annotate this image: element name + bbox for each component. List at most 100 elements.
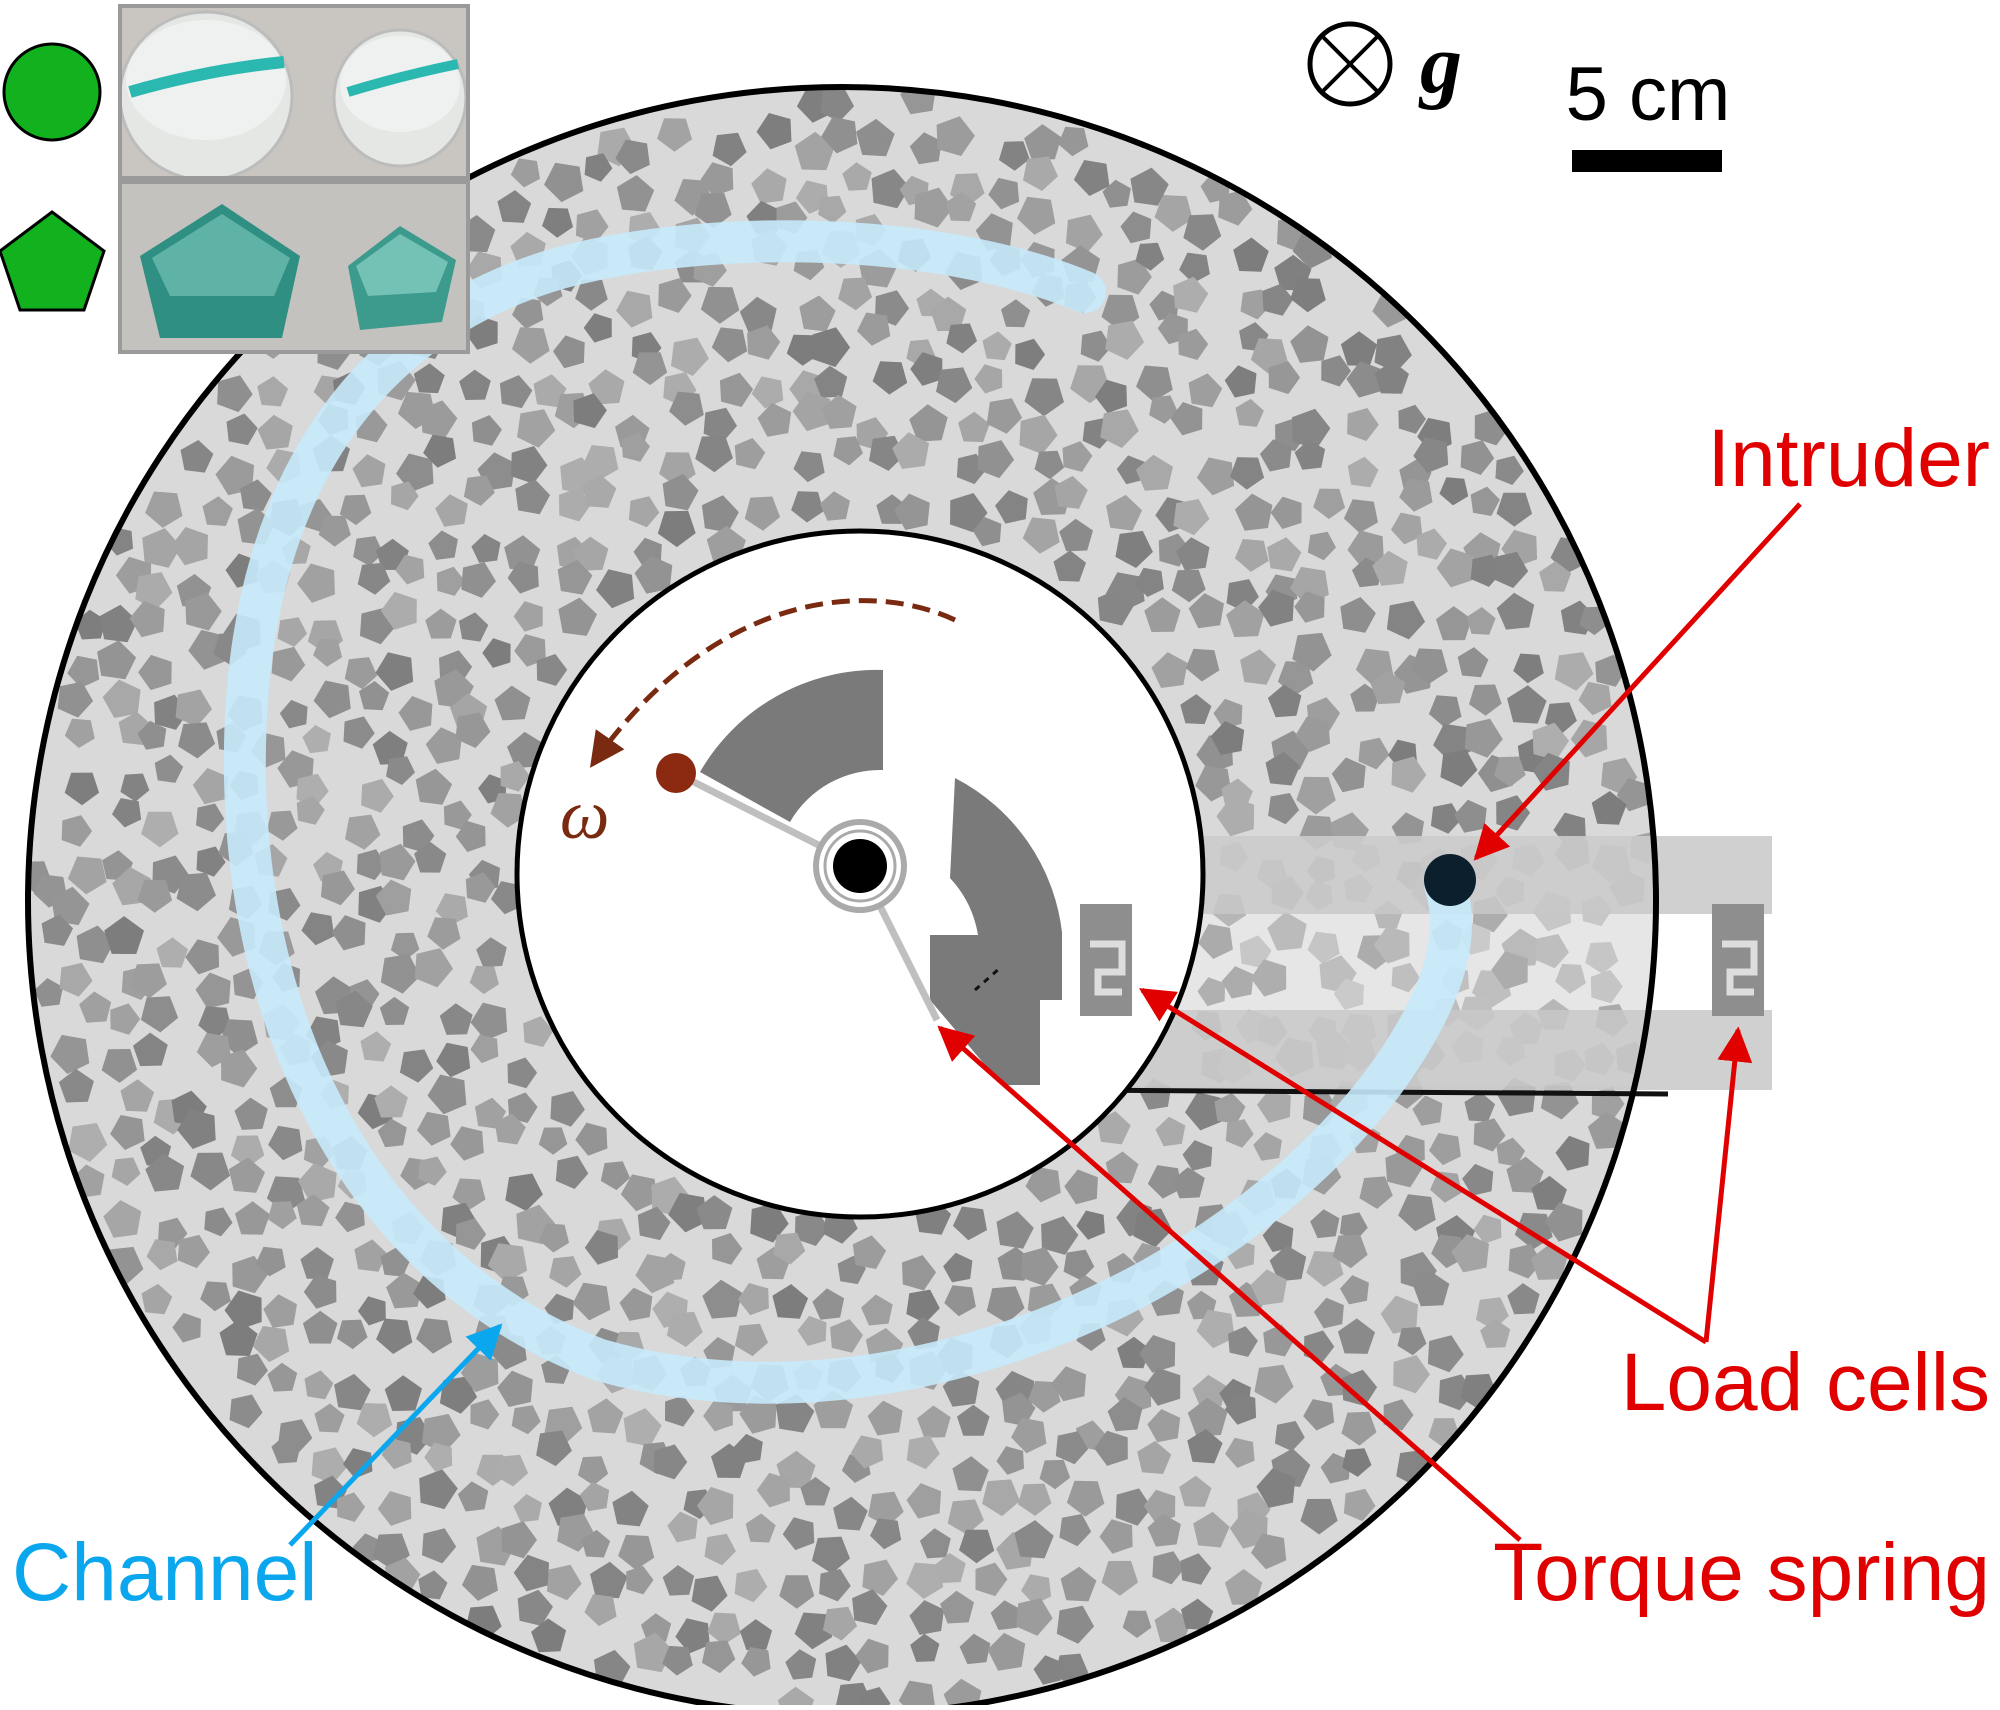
pentagon-particle [1496, 1137, 1526, 1167]
pentagon-particle [1555, 963, 1586, 994]
pentagon-particle [399, 1049, 434, 1083]
pentagon-particle [975, 1562, 1008, 1597]
pentagon-particle [619, 1287, 653, 1321]
pentagon-particle [671, 337, 709, 376]
pentagon-particle [1397, 1327, 1427, 1356]
pentagon-particle [1460, 440, 1495, 475]
pentagon-particle [812, 1288, 845, 1320]
pentagon-particle [1002, 1392, 1036, 1427]
pentagon-particle [662, 474, 699, 511]
pentagon-particle [579, 1481, 610, 1512]
pentagon-particle [1172, 1167, 1205, 1199]
pentagon-particle [335, 1201, 365, 1233]
gravity-label: g [1418, 18, 1462, 111]
pentagon-particle [1100, 409, 1139, 448]
pentagon-particle [657, 118, 693, 152]
pentagon-particle [313, 680, 351, 719]
pentagon-particle [739, 1619, 773, 1650]
pentagon-particle [185, 592, 222, 631]
pentagon-particle [544, 162, 584, 203]
pentagon-particle [737, 1283, 769, 1316]
pentagon-particle [1240, 649, 1277, 685]
pentagon-particle [794, 1210, 830, 1246]
pentagon-particle [675, 1618, 710, 1654]
pentagon-particle [775, 1394, 815, 1433]
pentagon-particle [1578, 681, 1612, 716]
pentagon-particle [1436, 548, 1474, 588]
pentagon-particle [1262, 1220, 1294, 1252]
pentagon-particle [104, 916, 144, 954]
pentagon-particle [998, 141, 1030, 171]
pentagon-particle [986, 1286, 1025, 1324]
pentagon-particle [436, 566, 465, 596]
pentagon-particle [1022, 517, 1060, 554]
pentagon-particle [1120, 211, 1152, 244]
pentagon-particle [458, 612, 489, 642]
pentagon-particle [1464, 1092, 1496, 1122]
pentagon-particle [696, 1195, 733, 1230]
pentagon-particle [704, 1533, 736, 1566]
pentagon-particle [665, 1395, 695, 1427]
pentagon-particle [1107, 1397, 1143, 1432]
pentagon-particle [196, 846, 226, 877]
pentagon-particle [501, 1521, 537, 1559]
pentagon-particle [175, 689, 212, 727]
pentagon-particle [34, 978, 63, 1007]
pentagon-particle [977, 440, 1015, 479]
pentagon-particle [779, 1575, 815, 1609]
pentagon-particle [1410, 648, 1448, 685]
pentagon-particle [296, 773, 329, 807]
pentagon-particle [61, 815, 93, 847]
pentagon-particle [657, 510, 696, 548]
pentagon-particle [1391, 962, 1421, 993]
pentagon-particle [657, 1252, 686, 1281]
pentagon-particle [395, 554, 425, 585]
pentagon-particle [507, 1092, 538, 1123]
pentagon-particle [785, 1649, 817, 1680]
pentagon-particle [1182, 1140, 1213, 1171]
pentagon-particle [523, 1016, 554, 1047]
pentagon-particle [1440, 749, 1478, 787]
pentagon-particle [1059, 518, 1093, 552]
pentagon-particle [277, 617, 308, 647]
pentagon-particle [425, 727, 462, 764]
pentagon-particle [469, 965, 499, 995]
pentagon-particle [499, 375, 533, 409]
pentagon-particle [1391, 756, 1427, 793]
pentagon-particle [869, 435, 905, 471]
pentagon-particle [793, 451, 825, 483]
pentagon-particle [1188, 373, 1223, 408]
pentagon-particle [1105, 320, 1145, 360]
pentagon-particle [439, 1376, 478, 1414]
pentagon-particle [1176, 537, 1210, 571]
pentagon-particle [195, 972, 231, 1009]
pentagon-particle [575, 209, 609, 244]
pentagon-particle [339, 494, 372, 526]
pentagon-particle [130, 963, 167, 999]
pentagon-particle [1133, 1208, 1173, 1248]
pentagon-particle [414, 948, 453, 988]
pentagon-particle [112, 798, 142, 828]
pentagon-particle [64, 772, 100, 806]
pentagon-particle [1258, 589, 1294, 627]
pentagon-particle [1185, 1092, 1223, 1131]
pentagon-particle [1274, 1421, 1305, 1452]
pentagon-particle [1102, 179, 1131, 208]
pentagon-particle [154, 754, 184, 783]
pentagon-particle [691, 1575, 728, 1612]
pentagon-particle [1380, 1295, 1418, 1334]
pentagon-particle [799, 295, 836, 332]
pentagon-particle [303, 1274, 337, 1309]
pentagon-particle [952, 1456, 989, 1492]
pentagon-particle [719, 372, 754, 407]
pentagon-particle [782, 1517, 815, 1551]
pentagon-particle [1435, 606, 1472, 641]
pentagon-particle [819, 1568, 851, 1602]
pentagon-particle [822, 1606, 858, 1641]
pentagon-particle [470, 1002, 508, 1041]
pentagon-particle [1059, 1514, 1092, 1547]
pentagon-particle [1413, 1271, 1450, 1307]
pentagon-particle [379, 843, 416, 881]
pentagon-particle [138, 654, 172, 691]
